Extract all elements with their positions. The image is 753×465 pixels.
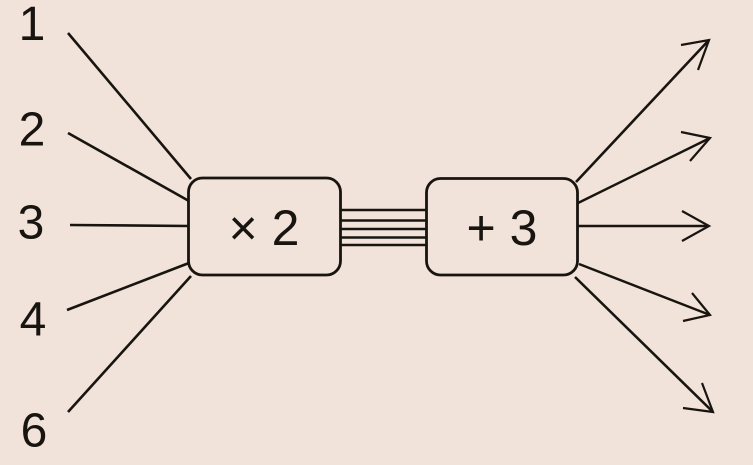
output-arrow-4 [578, 262, 712, 323]
output-arrow-shaft [575, 39, 710, 183]
input-label-6: 6 [21, 405, 48, 458]
multiply-machine-label: × 2 [229, 200, 300, 256]
input-label-1: 1 [19, 0, 46, 51]
add-machine-box [425, 177, 579, 277]
output-arrow-head [682, 292, 712, 323]
output-arrow-head [680, 130, 713, 162]
output-arrow-head [681, 210, 712, 242]
input-label-4: 4 [20, 294, 47, 347]
diagram-labels: 1 2 3 4 6 × 2 + 3 [18, 0, 538, 458]
input-line-2 [67, 131, 190, 203]
input-line-3 [69, 223, 190, 228]
input-line-6 [67, 275, 192, 413]
output-arrow-shaft [574, 276, 714, 413]
output-arrow-1 [575, 38, 711, 183]
output-arrow-2 [577, 130, 713, 205]
output-arrow-shaft [578, 262, 711, 317]
add-machine-label: + 3 [467, 200, 538, 256]
output-arrow-shaft [577, 136, 711, 205]
output-arrow-3 [578, 210, 712, 242]
input-label-2: 2 [19, 104, 46, 157]
multiply-machine-box [187, 176, 342, 277]
input-line-1 [67, 32, 192, 180]
output-arrow-5 [574, 276, 715, 414]
output-arrow-head [680, 38, 711, 71]
input-label-3: 3 [18, 197, 45, 250]
diagram-lines [66, 32, 715, 414]
input-line-4 [66, 261, 190, 312]
output-arrow-head [682, 382, 715, 414]
